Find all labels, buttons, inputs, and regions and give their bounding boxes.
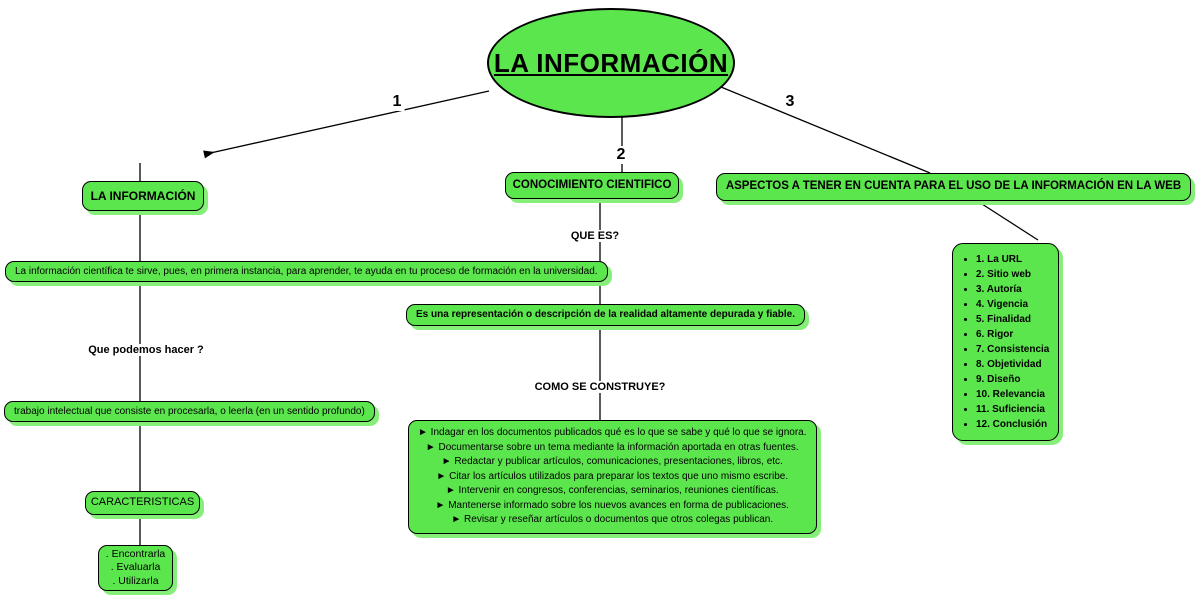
construye-item: ► Documentarse sobre un tema mediante la… — [425, 441, 799, 453]
node-la-informacion[interactable]: LA INFORMACIÓN — [82, 181, 204, 211]
aspectos-list: 1. La URL 2. Sitio web 3. Autoría 4. Vig… — [957, 252, 1049, 432]
aspecto-item: 3. Autoría — [976, 282, 1049, 297]
construye-item: ► Intervenir en congresos, conferencias,… — [445, 485, 779, 496]
construye-item: ► Indagar en los documentos publicados q… — [418, 427, 807, 438]
construye-item: ► Mantenerse informado sobre los nuevos … — [435, 499, 789, 511]
node-conocimiento-cientifico[interactable]: CONOCIMIENTO CIENTIFICO — [505, 172, 679, 199]
construye-item: ► Redactar y publicar artículos, comunic… — [441, 456, 783, 467]
aspecto-item: 2. Sitio web — [976, 267, 1049, 282]
trabajo-intelectual-text: trabajo intelectual que consiste en proc… — [14, 405, 365, 417]
informacion-cientifica-text: La información científica te sirve, pues… — [15, 265, 598, 277]
aspecto-item: 6. Rigor — [976, 327, 1049, 342]
root-title: LA INFORMACIÓN — [493, 47, 729, 78]
aspecto-item: 7. Consistencia — [976, 342, 1049, 357]
branch3-line — [720, 86, 931, 174]
branch1-arrow-line — [203, 90, 490, 159]
node-trabajo-intelectual[interactable]: trabajo intelectual que consiste en proc… — [4, 401, 375, 422]
linking-phrase-como-se-construye[interactable]: COMO SE CONSTRUYE? — [531, 381, 669, 393]
caracteristicas-label: CARACTERISTICAS — [90, 496, 195, 509]
caracteristica-item: . Evaluarla — [110, 561, 161, 574]
node-aspectos-web[interactable]: ASPECTOS A TENER EN CUENTA PARA EL USO D… — [716, 173, 1191, 201]
caracteristica-item: . Utilizarla — [112, 574, 159, 587]
aspecto-item: 9. Diseño — [976, 372, 1049, 387]
aspecto-item: 4. Vigencia — [976, 297, 1049, 312]
linking-phrase-que-podemos-hacer[interactable]: Que podemos hacer ? — [85, 344, 207, 356]
node-la-informacion-label: LA INFORMACIÓN — [90, 188, 196, 203]
branch3-number-label: 3 — [782, 93, 798, 111]
node-caracteristicas[interactable]: CARACTERISTICAS — [85, 491, 200, 515]
aspecto-item: 11. Suficiencia — [976, 402, 1049, 417]
aspecto-item: 1. La URL — [976, 252, 1049, 267]
node-definicion-conocimiento[interactable]: Es una representación o descripción de l… — [406, 304, 806, 326]
right-chain-line — [981, 203, 1039, 241]
aspecto-item: 8. Objetividad — [976, 357, 1049, 372]
construye-item: ► Citar los artículos utilizados para pr… — [436, 470, 789, 482]
aspecto-item: 10. Relevancia — [976, 387, 1049, 402]
linking-phrase-que-es[interactable]: QUE ES? — [567, 230, 623, 242]
node-caracteristicas-items[interactable]: . Encontrarla . Evaluarla . Utilizarla — [98, 545, 173, 591]
caracteristica-item: . Encontrarla — [105, 547, 166, 560]
branch2-number-label: 2 — [613, 146, 629, 164]
aspectos-web-label: ASPECTOS A TENER EN CUENTA PARA EL USO D… — [725, 180, 1182, 193]
aspecto-item: 12. Conclusión — [976, 417, 1049, 432]
node-como-se-construye-lista[interactable]: ► Indagar en los documentos publicados q… — [408, 420, 817, 534]
construye-item: ► Revisar y reseñar artículos o document… — [451, 514, 774, 525]
node-aspectos-web-lista[interactable]: 1. La URL 2. Sitio web 3. Autoría 4. Vig… — [952, 243, 1060, 441]
branch1-number-label: 1 — [389, 93, 405, 111]
node-informacion-cientifica-description[interactable]: La información científica te sirve, pues… — [5, 261, 608, 282]
definicion-text: Es una representación o descripción de l… — [416, 309, 796, 320]
root-node-la-informacion[interactable]: LA INFORMACIÓN — [487, 8, 735, 118]
aspecto-item: 5. Finalidad — [976, 312, 1049, 327]
conocimiento-cientifico-label: CONOCIMIENTO CIENTIFICO — [512, 178, 672, 191]
